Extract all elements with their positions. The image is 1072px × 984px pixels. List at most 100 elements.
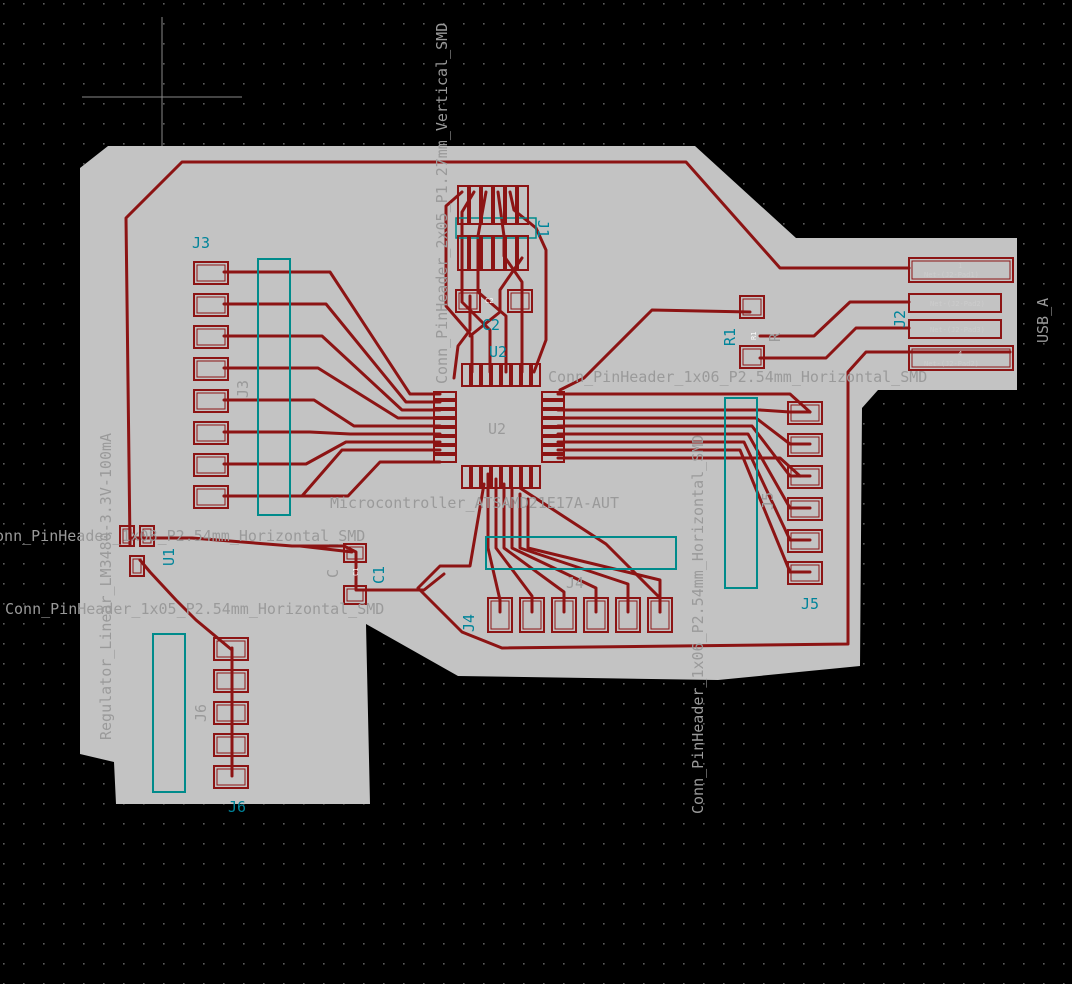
j1-bottom-pad-3[interactable] [481, 235, 493, 271]
j1-top-pad-6[interactable] [517, 185, 529, 225]
j1-bottom-pad-2[interactable] [469, 235, 481, 271]
u2-left-pad-6[interactable] [433, 436, 457, 445]
u2-top-pad-3[interactable] [481, 363, 491, 387]
j3-pad-3[interactable] [193, 325, 229, 349]
r1-pad-2[interactable] [739, 345, 765, 369]
c1-pad-1[interactable] [343, 543, 367, 563]
j3-pad-7[interactable] [193, 453, 229, 477]
u2-right-pad-4[interactable] [541, 418, 565, 427]
j3-pad-2[interactable] [193, 293, 229, 317]
u2-top-pad-5[interactable] [501, 363, 511, 387]
j3-pad-8[interactable] [193, 485, 229, 509]
u2-left-pad-5[interactable] [433, 427, 457, 436]
j4-pad-6[interactable] [647, 597, 673, 633]
u2-left-pad-3[interactable] [433, 409, 457, 418]
j1-top-pad-2[interactable] [469, 185, 481, 225]
u2-top-pad-4[interactable] [491, 363, 501, 387]
u2-right-pad-5[interactable] [541, 427, 565, 436]
u2-left-pad-1[interactable] [433, 391, 457, 400]
j4-pad-2[interactable] [519, 597, 545, 633]
u2-top-pad-7[interactable] [521, 363, 531, 387]
j5-pad-1[interactable] [787, 401, 823, 425]
usb-pad1-net: Net-(J2-Pad1) [924, 271, 979, 279]
u2-right-pad-2[interactable] [541, 400, 565, 409]
u2-bottom-pad-1[interactable] [461, 465, 471, 489]
c2-pad-2[interactable] [507, 289, 533, 313]
j6-pad-4[interactable] [213, 733, 249, 757]
j4-pad-4[interactable] [583, 597, 609, 633]
track-segment [558, 308, 752, 392]
u2-right-pad-8[interactable] [541, 454, 565, 463]
u2-bottom-pad-8[interactable] [531, 465, 541, 489]
j6-pad-1[interactable] [213, 637, 249, 661]
usb-pad4-net: Net-(J2-Pad2) [924, 360, 979, 368]
j6-pad-3[interactable] [213, 701, 249, 725]
j4-inner-ref: J4 [566, 574, 584, 592]
u2-left-pad-7[interactable] [433, 445, 457, 454]
j5-value-label-vertical: Conn_PinHeader_1x06_P2.54mm_Horizontal_S… [689, 435, 707, 814]
u2-right-pad-1[interactable] [541, 391, 565, 400]
j1-bottom-pad-1[interactable] [457, 235, 469, 271]
r1-pad-1[interactable] [739, 295, 765, 319]
j6-pad-5[interactable] [213, 765, 249, 789]
u2-bottom-pad-3[interactable] [481, 465, 491, 489]
c1-inner-ref: C1 [352, 568, 360, 576]
u2-left-pad-4[interactable] [433, 418, 457, 427]
u2-top-pad-2[interactable] [471, 363, 481, 387]
j4-pad-1[interactable] [487, 597, 513, 633]
j5-pad-5[interactable] [787, 529, 823, 553]
j1-bottom-pad-6[interactable] [517, 235, 529, 271]
j3-pad-5[interactable] [193, 389, 229, 413]
j3-pad-4[interactable] [193, 357, 229, 381]
u2-right-pad-7[interactable] [541, 445, 565, 454]
j5-pad-6[interactable] [787, 561, 823, 585]
j4-pad-5[interactable] [615, 597, 641, 633]
j5-pad-3[interactable] [787, 465, 823, 489]
j6-pad-2[interactable] [213, 669, 249, 693]
j1-bottom-pad-4[interactable] [493, 235, 505, 271]
j5-pad-4[interactable] [787, 497, 823, 521]
c1-pad-2[interactable] [343, 585, 367, 605]
u2-bottom-pad-4[interactable] [491, 465, 501, 489]
j3-inner-ref: J3 [234, 380, 252, 398]
u2-bottom-pad-6[interactable] [511, 465, 521, 489]
track-segment [758, 300, 911, 338]
c2-pad-1[interactable] [455, 289, 481, 313]
j1-value-label: Conn_PinHeader_2x05_P1.27mm_Vertical_SMD [433, 23, 451, 384]
u2-top-pad-6[interactable] [511, 363, 521, 387]
track-segment [508, 190, 548, 374]
ref-r1: R1 [721, 328, 739, 346]
track-segment [556, 432, 812, 510]
usb-connector-j2[interactable]: 1 Net-(J2-Pad1) Net-(J2-Pad2) Net-(J2-Pa… [908, 257, 1014, 371]
u2-right-pad-3[interactable] [541, 409, 565, 418]
u1-pad-1[interactable] [119, 525, 135, 547]
u2-top-pad-8[interactable] [531, 363, 541, 387]
j1-top-pad-3[interactable] [481, 185, 493, 225]
j5-pad-2[interactable] [787, 433, 823, 457]
track-segment [556, 456, 802, 478]
ref-j5: J5 [801, 595, 819, 613]
j1-top-pad-4[interactable] [493, 185, 505, 225]
u2-bottom-pad-7[interactable] [521, 465, 531, 489]
u1-pad-2[interactable] [139, 525, 155, 547]
j3-pad-6[interactable] [193, 421, 229, 445]
j1-bottom-pad-5[interactable] [505, 235, 517, 271]
u2-left-pad-2[interactable] [433, 400, 457, 409]
u2-left-pad-8[interactable] [433, 454, 457, 463]
usb-pad4-num: 4 [958, 350, 962, 358]
u1-pad-3[interactable] [129, 555, 145, 577]
track-segment [556, 440, 812, 542]
u2-right-pad-6[interactable] [541, 436, 565, 445]
j1-top-pad-1[interactable] [457, 185, 469, 225]
j3-body [257, 258, 291, 516]
j1-top-pad-5[interactable] [505, 185, 517, 225]
u2-top-pad-1[interactable] [461, 363, 471, 387]
u2-bottom-pad-2[interactable] [471, 465, 481, 489]
track-segment [556, 448, 812, 574]
j3-pad-1[interactable] [193, 261, 229, 285]
track-segment [222, 398, 442, 428]
u2-bottom-pad-5[interactable] [501, 465, 511, 489]
ref-j1: J1 [534, 220, 552, 238]
j4-pad-3[interactable] [551, 597, 577, 633]
